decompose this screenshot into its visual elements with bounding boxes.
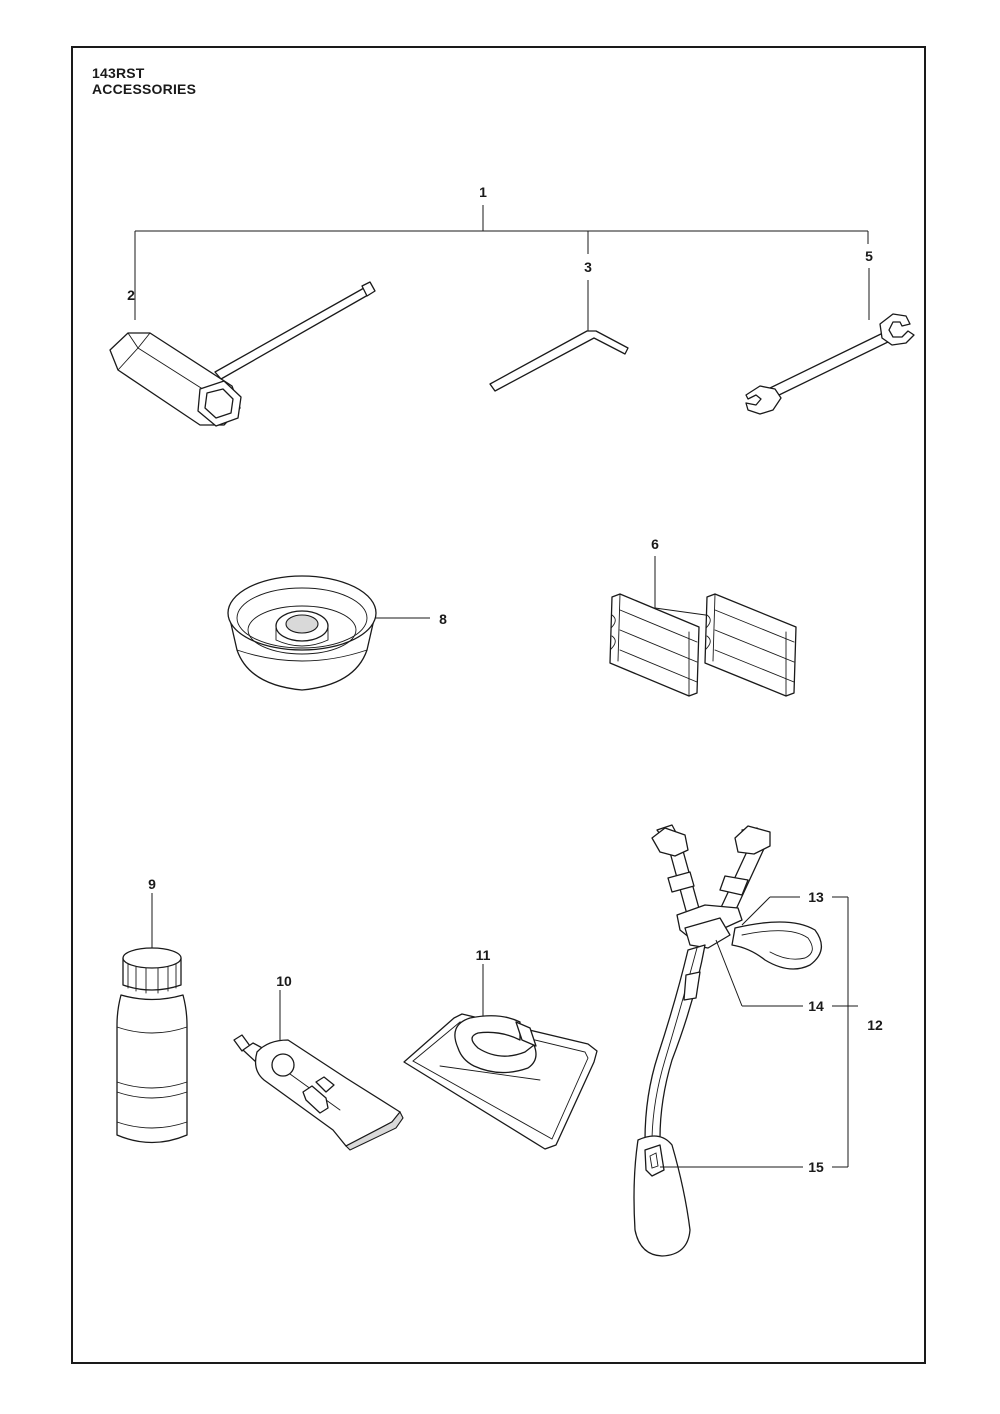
callout-1: 1: [479, 184, 487, 200]
callout-11: 11: [476, 947, 491, 963]
line-guides-part: [609, 556, 797, 697]
socket-wrench-part: [109, 280, 376, 427]
oil-bottle-part: [116, 893, 188, 1144]
harness-part: [633, 824, 858, 1257]
grease-tube-part: [233, 990, 404, 1151]
callout-8: 8: [439, 611, 447, 627]
callout-14: 14: [808, 998, 824, 1014]
hex-key-part: [489, 280, 629, 392]
callout-3: 3: [584, 259, 592, 275]
callout-2: 2: [127, 287, 135, 303]
model-title: 143RST: [92, 65, 145, 81]
callout-6: 6: [651, 536, 659, 552]
callout-15: 15: [808, 1159, 824, 1175]
callout-1-bracket: [134, 205, 869, 280]
drive-disc-part: [227, 575, 430, 691]
callout-13: 13: [808, 889, 824, 905]
callout-9: 9: [148, 876, 156, 892]
section-title: ACCESSORIES: [92, 81, 197, 97]
callout-12: 12: [867, 1017, 883, 1033]
callout-5: 5: [865, 248, 873, 264]
open-end-wrench-part: [745, 268, 915, 415]
protective-bag-part: [403, 964, 598, 1150]
callout-10: 10: [276, 973, 292, 989]
diagram-frame: [71, 46, 926, 1364]
